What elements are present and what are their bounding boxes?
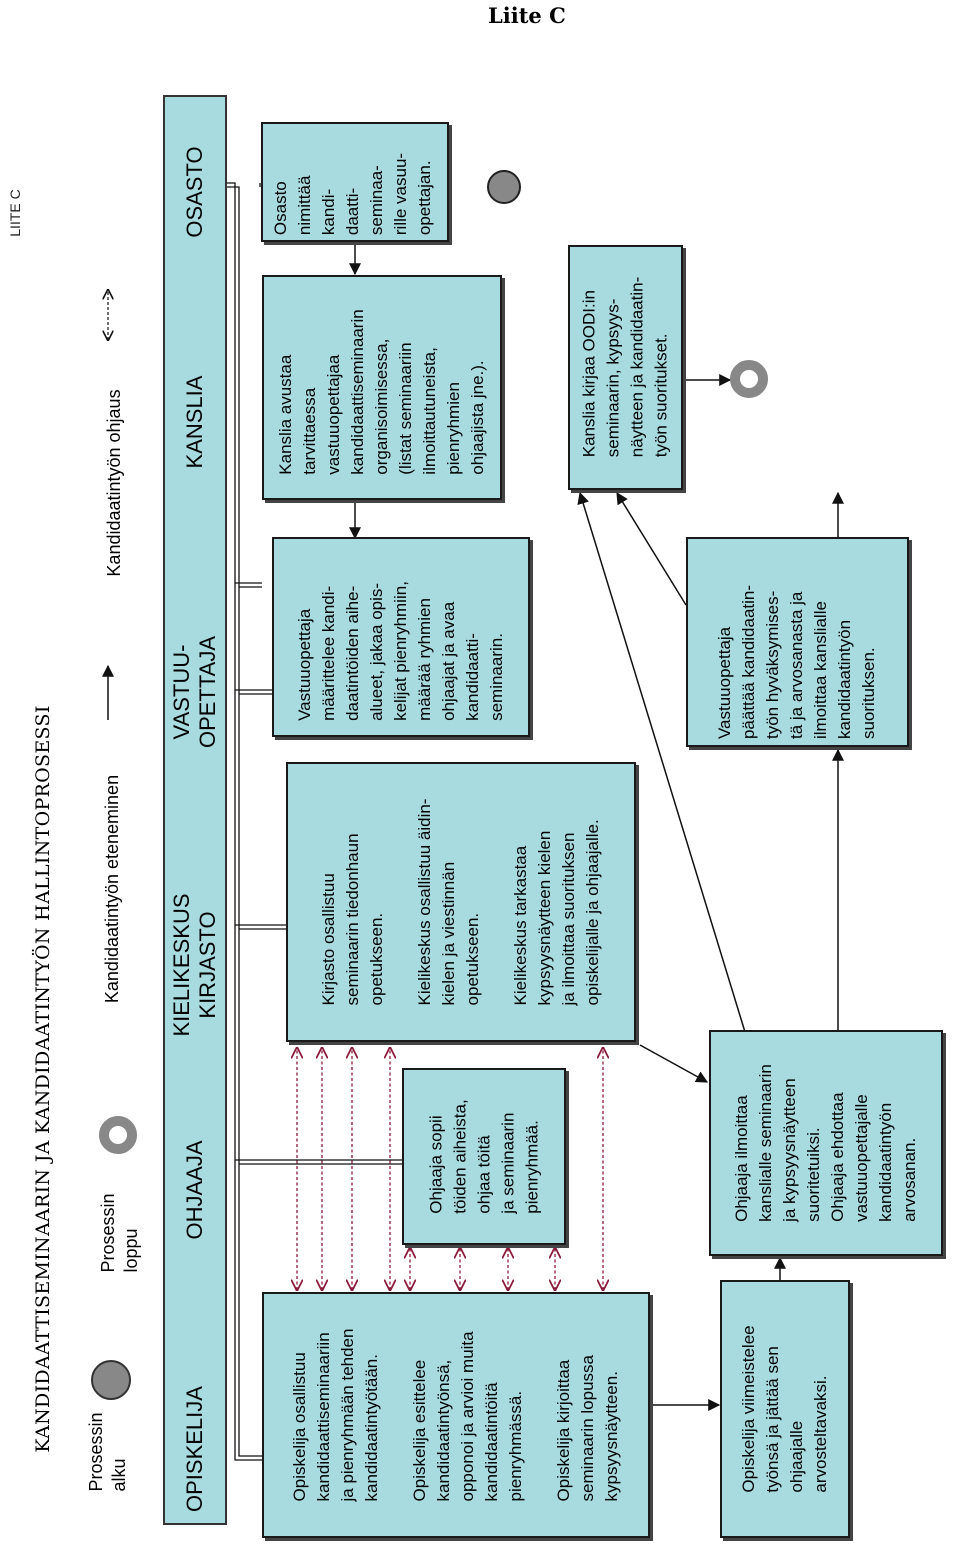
student-finalizes-text: Opiskelija viimeistelee työnsä ja jättää… xyxy=(739,1325,830,1493)
appendix-title: Liite C xyxy=(488,3,566,28)
language-library-text: Kirjasto osallistuu seminaarin tiedonhau… xyxy=(319,798,602,1006)
supervisor-agrees-text: Ohjaaja sopii töiden aiheista, ohjaa töi… xyxy=(426,1099,541,1214)
start-marker-icon xyxy=(91,1360,131,1400)
office-records-box xyxy=(568,245,683,490)
teacher-defines-text: Vastuuopettaja määrittelee kandi- daatin… xyxy=(295,581,506,721)
guidance-arrows xyxy=(297,1048,603,1290)
supervisor-reports-text: Ohjaaja ilmoittaa kanslialle seminaarin … xyxy=(732,1064,919,1222)
supervisor-agrees-box xyxy=(402,1068,566,1245)
office-assists-text: Kanslia avustaa tarvittaessa vastuuopett… xyxy=(276,309,487,475)
student-finalizes-box xyxy=(720,1280,850,1538)
language-library-box xyxy=(286,762,636,1042)
department-appoints-text: Osasto nimittää kandi- daatti- seminaa- … xyxy=(271,152,434,236)
swimlane-header-band xyxy=(163,95,227,1525)
department-appoints-box xyxy=(261,122,449,242)
student-participates-text: Opiskelija osallistuu kandidaattiseminaa… xyxy=(290,1328,621,1502)
process-end-marker-icon xyxy=(730,360,768,398)
supervisor-reports-box xyxy=(709,1030,943,1256)
teacher-defines-box xyxy=(272,537,530,737)
lane-connectors xyxy=(227,182,402,1461)
office-records-text: Kanslia kirjaa OODI:in seminaarin, kypsy… xyxy=(579,276,671,458)
student-participates-box xyxy=(262,1292,650,1538)
flow-arrows xyxy=(349,242,844,1411)
teacher-decides-box xyxy=(686,537,909,747)
teacher-decides-text: Vastuuopettaja päättää kandidaatin- työn… xyxy=(715,584,878,740)
process-start-marker-icon xyxy=(487,170,521,204)
end-marker-icon xyxy=(99,1116,137,1154)
office-assists-box xyxy=(262,275,502,500)
